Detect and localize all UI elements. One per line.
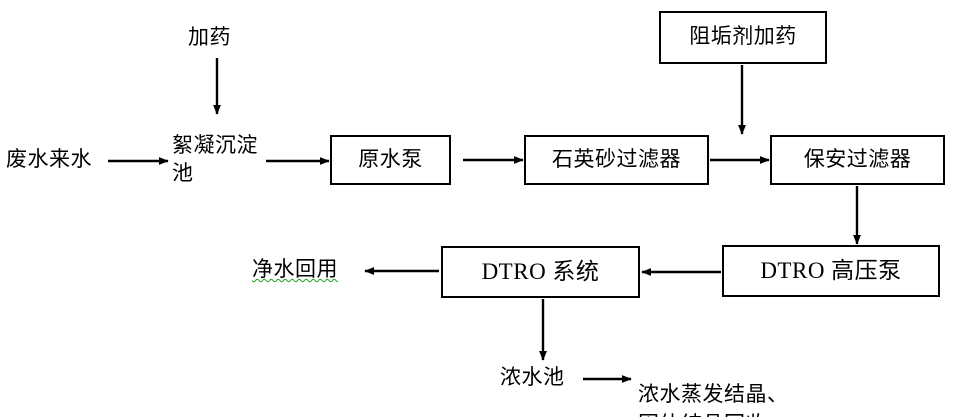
node-purified-water-reuse: 净水回用 — [252, 256, 362, 288]
node-dosing-label: 加药 — [188, 26, 231, 49]
node-security-filter: 保安过滤器 — [770, 135, 945, 185]
node-dtro-high-pressure-pump-label: DTRO 高压泵 — [760, 257, 902, 283]
node-dtro-high-pressure-pump: DTRO 高压泵 — [722, 245, 940, 297]
node-dtro-system-label: DTRO 系统 — [481, 258, 600, 284]
node-antiscalant-dosing-label: 阻垢剂加药 — [689, 25, 797, 49]
node-concentrate-tank: 浓水池 — [500, 364, 580, 396]
node-coagulation-sedimentation-tank: 絮凝沉淀池 — [172, 132, 268, 198]
node-raw-water-pump: 原水泵 — [330, 135, 451, 185]
node-quartz-sand-filter: 石英砂过滤器 — [524, 135, 709, 185]
node-purified-water-reuse-label: 净水回用 — [252, 258, 338, 281]
node-antiscalant-dosing: 阻垢剂加药 — [659, 11, 827, 64]
node-wastewater-inflow: 废水来水 — [6, 146, 110, 178]
node-quartz-sand-filter-label: 石英砂过滤器 — [552, 147, 681, 171]
node-dosing: 加药 — [188, 24, 244, 56]
node-dtro-system: DTRO 系统 — [441, 246, 640, 298]
node-coagulation-sedimentation-tank-label: 絮凝沉淀池 — [172, 134, 258, 185]
node-security-filter-label: 保安过滤器 — [803, 147, 912, 171]
node-concentrate-evaporation-crystallization-label: 浓水蒸发结晶、 固体结晶回收 — [638, 382, 789, 417]
node-wastewater-inflow-label: 废水来水 — [6, 148, 92, 171]
node-raw-water-pump-label: 原水泵 — [358, 147, 423, 171]
node-concentrate-evaporation-crystallization: 浓水蒸发结晶、 固体结晶回收 — [638, 350, 818, 417]
node-concentrate-tank-label: 浓水池 — [500, 366, 565, 389]
